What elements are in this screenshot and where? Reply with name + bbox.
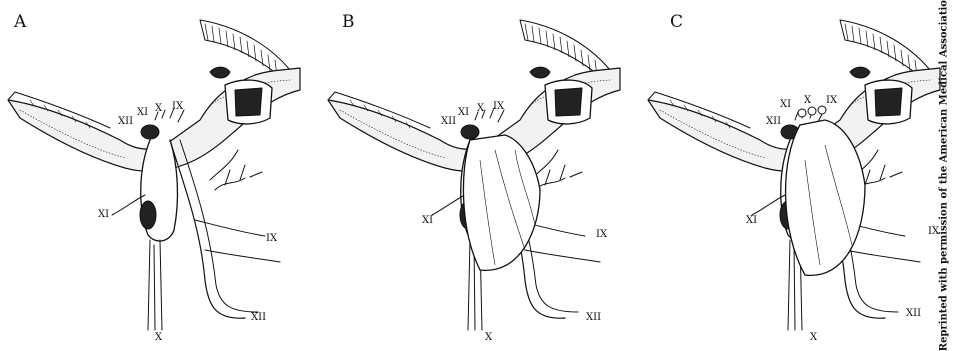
label-xii-top: XII <box>441 117 456 127</box>
panel-a-illustration <box>0 0 310 344</box>
label-xii-top: XII <box>766 117 781 127</box>
label-x-bottom: X <box>810 333 817 343</box>
label-xii-side: XII <box>586 313 601 323</box>
label-x-top: X <box>155 104 162 114</box>
label-x-bottom: X <box>155 333 162 343</box>
panel-c: C XII XI X IX XI IX XII X <box>640 0 950 344</box>
copyright-credit: Reprinted with permission of the America… <box>937 0 951 344</box>
label-ix-top: IX <box>826 96 837 106</box>
label-ix-side: IX <box>266 234 277 244</box>
panel-b-illustration <box>320 0 630 344</box>
label-ix-side: IX <box>596 230 607 240</box>
panel-letter: A <box>14 12 26 32</box>
panel-letter: B <box>342 12 355 32</box>
label-xi-top: XI <box>458 108 469 118</box>
label-xii-top: XII <box>118 117 133 127</box>
label-xi-side: XI <box>422 216 433 226</box>
label-xi-side: XI <box>746 216 757 226</box>
label-xii-side: XII <box>251 313 266 323</box>
copyright-credit-text: Reprinted with permission of the America… <box>939 0 950 351</box>
panel-b: B XII XI X IX XI IX XII X <box>320 0 630 344</box>
label-xii-side: XII <box>906 309 921 319</box>
label-xi-top: XI <box>780 100 791 110</box>
panel-a: A XII XI X IX XI IX XII X <box>0 0 310 344</box>
label-xi-side: XI <box>98 210 109 220</box>
label-x-top: X <box>804 96 811 106</box>
label-xi-top: XI <box>137 108 148 118</box>
panel-c-illustration <box>640 0 950 344</box>
label-x-bottom: X <box>485 333 492 343</box>
label-ix-top: IX <box>172 102 183 112</box>
label-ix-top: IX <box>493 102 504 112</box>
panel-letter: C <box>670 12 683 32</box>
label-x-top: X <box>477 104 484 114</box>
